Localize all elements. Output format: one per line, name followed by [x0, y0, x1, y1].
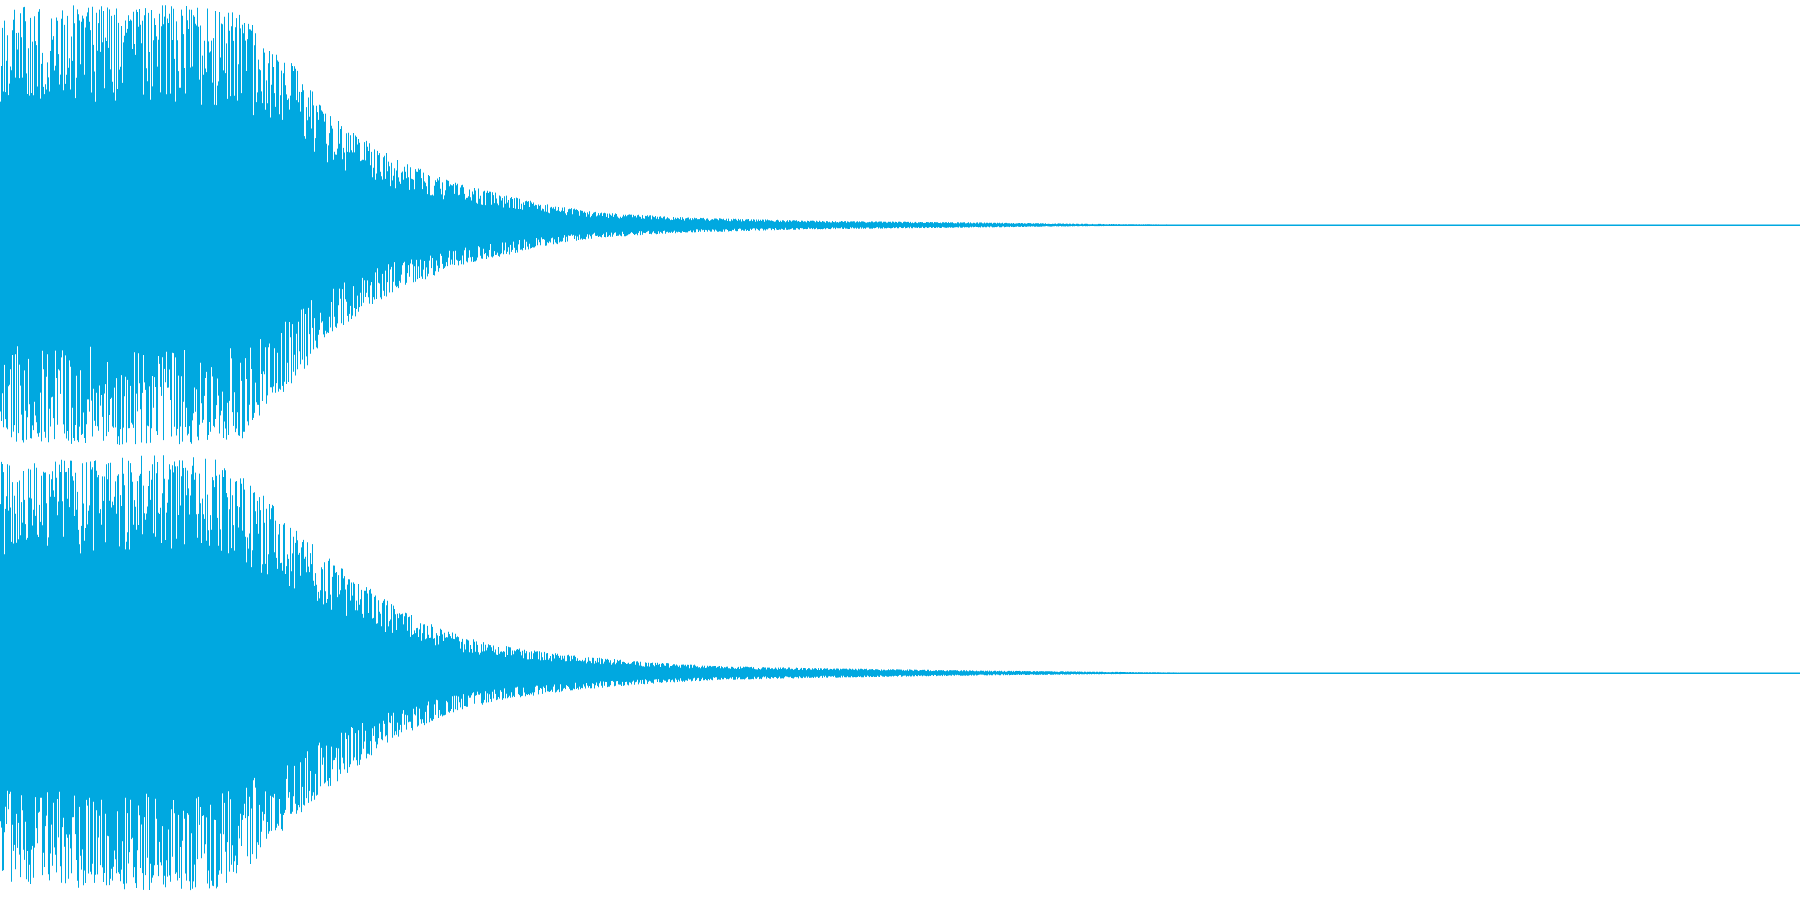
channel-1-waveform — [0, 5, 1800, 445]
waveform-trace — [0, 455, 1800, 891]
channel-2-waveform — [0, 455, 1800, 891]
